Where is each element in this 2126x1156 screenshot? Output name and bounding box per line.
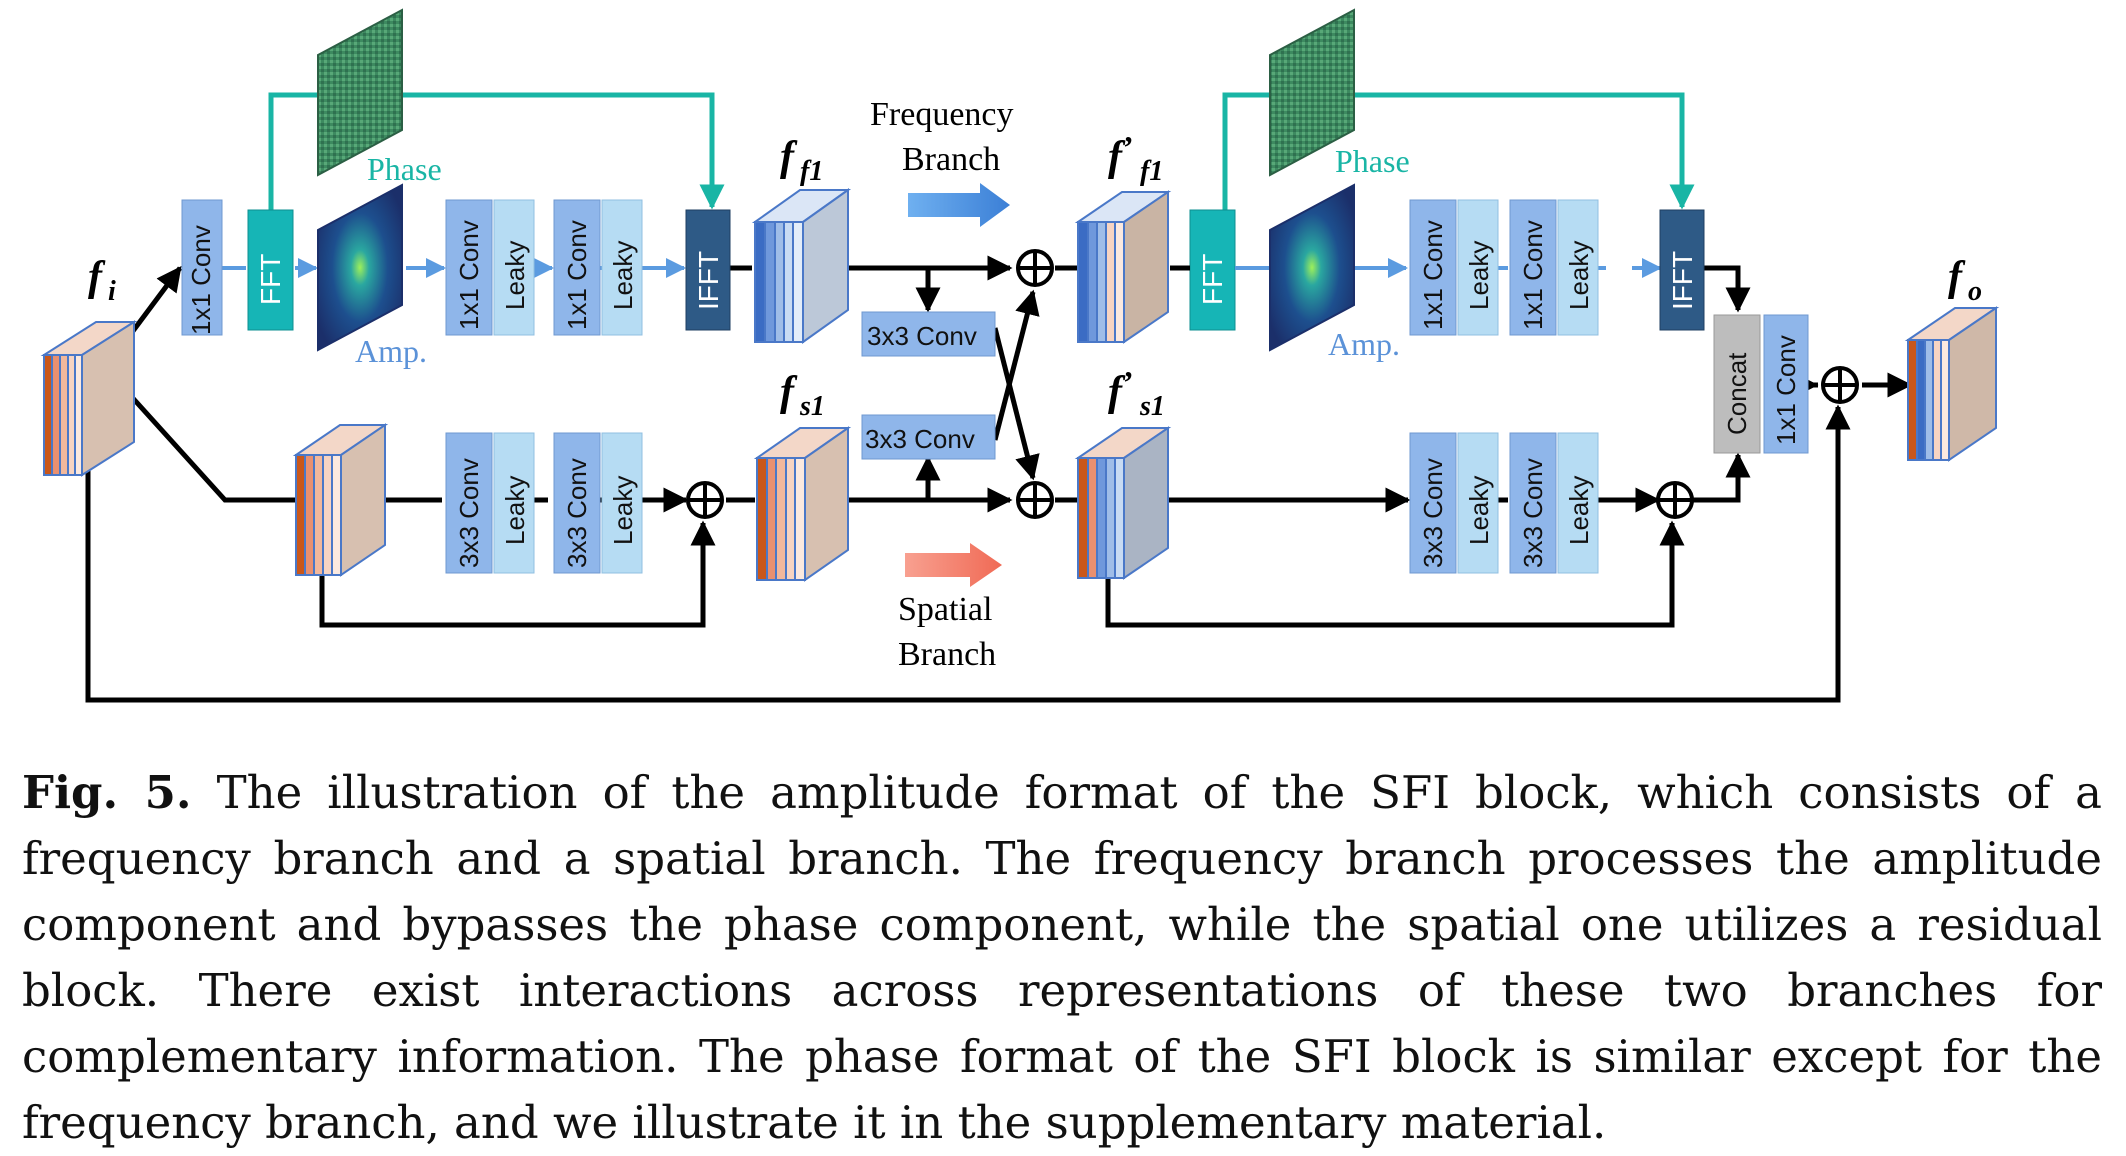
conv-1x1-top-b: 1x1 Conv — [553, 199, 601, 336]
amp-label-left: Amp. — [355, 333, 427, 369]
amp-label-right: Amp. — [1328, 326, 1400, 362]
spatial-branch-arrow — [905, 543, 1002, 587]
conv-3x3-bottom-d: 3x3 Conv — [1509, 432, 1557, 574]
conv-3x3-bottom-a: 3x3 Conv — [445, 432, 493, 574]
conv-3x3-cross-top: 3x3 Conv — [861, 311, 996, 357]
feature-cube-bottom-left — [292, 423, 389, 577]
label-fo: f — [1948, 254, 1966, 300]
svg-text:3x3 Conv: 3x3 Conv — [865, 424, 975, 454]
svg-text:FFT: FFT — [255, 254, 286, 305]
plus-node-bottom-left — [686, 481, 724, 519]
label-fs1-prime-sub: s1 — [1139, 391, 1165, 422]
frequency-branch-line1: Frequency — [870, 96, 1014, 133]
svg-text:IFFT: IFFT — [693, 251, 724, 310]
leaky-top-c: Leaky — [1457, 199, 1499, 336]
svg-text:Leaky: Leaky — [500, 241, 530, 310]
feature-cube-fo — [1904, 306, 2000, 462]
leaky-top-d: Leaky — [1557, 199, 1599, 336]
phase-image-right — [1269, 8, 1355, 177]
conv-3x3-bottom-c: 3x3 Conv — [1409, 432, 1457, 574]
phase-connections — [268, 92, 1695, 210]
svg-text:Leaky: Leaky — [608, 476, 638, 545]
label-fi: f — [88, 254, 106, 300]
feature-cube-ff1-prime — [1074, 190, 1172, 344]
label-ff1-prime-mark: ’ — [1123, 129, 1134, 165]
label-ff1: f — [780, 134, 798, 180]
conv-1x1-top-c: 1x1 Conv — [1409, 199, 1457, 336]
sfi-block-diagram: f i 1x1 Conv FFT Phase Amp. 1x1 Conv Lea… — [40, 8, 2000, 703]
label-fi-sub: i — [108, 276, 116, 307]
svg-text:Leaky: Leaky — [1564, 476, 1594, 545]
svg-text:Leaky: Leaky — [1464, 241, 1494, 310]
label-fo-sub: o — [1968, 276, 1982, 307]
svg-text:3x3 Conv: 3x3 Conv — [1418, 458, 1448, 568]
svg-text:1x1 Conv: 1x1 Conv — [186, 225, 216, 335]
amp-image-right — [1269, 183, 1355, 352]
conv-1x1-top-d: 1x1 Conv — [1509, 199, 1557, 336]
figure-caption: Fig. 5. The illustration of the amplitud… — [22, 760, 2102, 1156]
label-ff1-prime: f — [1108, 134, 1126, 180]
leaky-bottom-c: Leaky — [1457, 432, 1499, 574]
ifft-block-right: IFFT — [1659, 209, 1705, 331]
label-fs1-prime: f — [1108, 369, 1126, 415]
leaky-bottom-a: Leaky — [493, 432, 535, 574]
fft-block-left: FFT — [247, 209, 294, 331]
conv-3x3-cross-bottom: 3x3 Conv — [861, 414, 996, 460]
svg-text:1x1 Conv: 1x1 Conv — [454, 220, 484, 330]
label-ff1-sub: f1 — [800, 156, 823, 187]
ifft-block-left: IFFT — [685, 209, 731, 331]
phase-label-right: Phase — [1335, 143, 1410, 179]
phase-image-left — [317, 8, 403, 177]
label-ff1-prime-sub: f1 — [1140, 156, 1163, 187]
leaky-top-a: Leaky — [493, 199, 535, 336]
spatial-branch-line1: Spatial — [898, 591, 992, 628]
svg-text:1x1 Conv: 1x1 Conv — [1771, 335, 1801, 445]
svg-text:IFFT: IFFT — [1667, 251, 1698, 310]
caption-label: Fig. 5. — [22, 766, 192, 819]
svg-text:Leaky: Leaky — [1564, 241, 1594, 310]
fft-block-right: FFT — [1189, 209, 1236, 331]
svg-text:3x3 Conv: 3x3 Conv — [562, 458, 592, 568]
frequency-branch-line2: Branch — [902, 141, 1000, 178]
svg-text:1x1 Conv: 1x1 Conv — [562, 220, 592, 330]
svg-text:FFT: FFT — [1197, 254, 1228, 305]
conv-1x1-top-left: 1x1 Conv — [181, 199, 223, 336]
svg-text:Leaky: Leaky — [1464, 476, 1494, 545]
feature-cube-fs1 — [753, 426, 852, 582]
svg-text:Concat: Concat — [1722, 352, 1752, 435]
plus-node-bottom-right — [1656, 481, 1694, 519]
label-fs1-sub: s1 — [799, 391, 825, 422]
svg-text:3x3 Conv: 3x3 Conv — [867, 321, 977, 351]
frequency-branch-arrow — [908, 183, 1010, 227]
plus-node-top-mid — [1016, 249, 1054, 287]
conv-1x1-top-a: 1x1 Conv — [445, 199, 493, 336]
svg-text:3x3 Conv: 3x3 Conv — [1518, 458, 1548, 568]
concat-block: Concat — [1713, 314, 1761, 454]
conv-3x3-bottom-b: 3x3 Conv — [553, 432, 601, 574]
svg-text:3x3 Conv: 3x3 Conv — [454, 458, 484, 568]
leaky-bottom-b: Leaky — [601, 432, 643, 574]
svg-text:Leaky: Leaky — [500, 476, 530, 545]
phase-label-left: Phase — [367, 151, 442, 187]
svg-text:1x1 Conv: 1x1 Conv — [1518, 220, 1548, 330]
leaky-bottom-d: Leaky — [1557, 432, 1599, 574]
svg-text:1x1 Conv: 1x1 Conv — [1418, 220, 1448, 330]
amp-image-left — [317, 183, 403, 352]
plus-node-bottom-mid — [1016, 481, 1054, 519]
plus-node-final — [1821, 366, 1859, 404]
conv-1x1-final: 1x1 Conv — [1763, 314, 1809, 454]
caption-text: The illustration of the amplitude format… — [22, 766, 2102, 1149]
feature-cube-ff1 — [751, 188, 852, 344]
leaky-top-b: Leaky — [601, 199, 643, 336]
feature-cube-fi — [40, 320, 138, 477]
svg-text:Leaky: Leaky — [608, 241, 638, 310]
label-fs1-prime-mark: ’ — [1123, 364, 1134, 400]
feature-cube-fs1-prime — [1074, 426, 1172, 580]
label-fs1: f — [780, 369, 798, 415]
spatial-branch-line2: Branch — [898, 636, 996, 673]
